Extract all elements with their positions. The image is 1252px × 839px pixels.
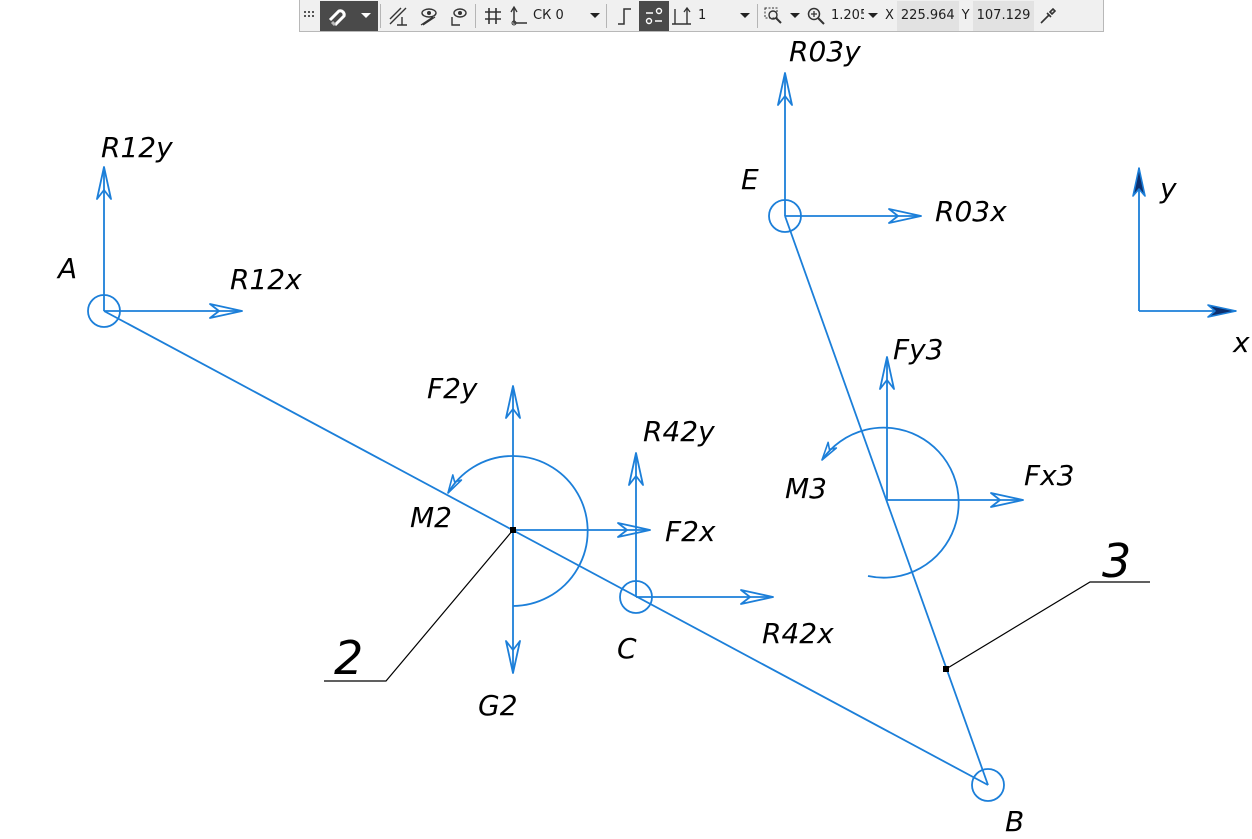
round-off-icon bbox=[645, 7, 663, 24]
x-coordinate-field[interactable]: 225.964 bbox=[896, 0, 959, 31]
label-link2: 2 bbox=[334, 631, 363, 685]
label-r03y: R03y bbox=[789, 35, 861, 68]
label-g2: G2 bbox=[478, 689, 518, 722]
zoom-window-button[interactable] bbox=[760, 1, 786, 31]
point-label-e: E bbox=[741, 163, 759, 196]
label-r42x: R42x bbox=[762, 617, 834, 650]
magnet-icon bbox=[328, 8, 346, 26]
zoom-icon-wrap bbox=[804, 1, 828, 31]
grid-button[interactable] bbox=[478, 1, 508, 31]
grip-icon[interactable] bbox=[300, 1, 320, 31]
coord-system-icon-wrap bbox=[508, 1, 530, 31]
step-size-icon bbox=[672, 6, 691, 25]
coord-system-value: СК 0 bbox=[533, 8, 564, 23]
step-mode-button[interactable] bbox=[609, 1, 639, 31]
round-button[interactable] bbox=[639, 0, 669, 31]
y-label: Y bbox=[961, 8, 970, 23]
chevron-down-icon bbox=[790, 12, 800, 18]
perpendicular-icon bbox=[389, 7, 407, 26]
toolbar-divider bbox=[606, 3, 607, 28]
ortho-snap-button[interactable] bbox=[383, 1, 413, 31]
toolbar-divider bbox=[757, 3, 758, 28]
zoom-window-icon bbox=[764, 7, 782, 24]
joint-b-circle[interactable] bbox=[971, 768, 1005, 802]
coord-system-select[interactable]: СК 0 bbox=[530, 1, 586, 31]
leader-link3 bbox=[945, 581, 1150, 670]
step-size-field[interactable]: 1 bbox=[695, 1, 735, 31]
m2-moment-arc[interactable] bbox=[447, 455, 589, 607]
eye-icon bbox=[420, 7, 437, 25]
toolbar-divider bbox=[380, 3, 381, 28]
zoom-window-dropdown[interactable] bbox=[786, 1, 804, 31]
zoom-dropdown[interactable] bbox=[864, 1, 882, 31]
step-size-dropdown[interactable] bbox=[735, 1, 755, 31]
point-label-b: B bbox=[1005, 805, 1024, 838]
step-size-icon-wrap bbox=[669, 1, 695, 31]
toolbar: СК 0 1 1.205 X 225.964 Y 107.129 bbox=[299, 0, 1104, 32]
m3-moment-arc[interactable] bbox=[821, 426, 960, 579]
snap-dropdown-button[interactable] bbox=[354, 0, 378, 31]
label-r42y: R42y bbox=[643, 415, 715, 448]
link-ab-line[interactable] bbox=[103, 310, 989, 786]
label-m2: M2 bbox=[410, 501, 452, 534]
pick-point-button[interactable] bbox=[1034, 1, 1062, 31]
coord-system-dropdown[interactable] bbox=[586, 1, 604, 31]
zoom-value: 1.205 bbox=[831, 8, 864, 23]
eyedropper-icon bbox=[1040, 7, 1057, 24]
grid-icon bbox=[485, 7, 501, 24]
visibility-toggle-button[interactable] bbox=[413, 1, 443, 31]
view-local-button[interactable] bbox=[443, 1, 473, 31]
leader-link2 bbox=[324, 529, 514, 682]
label-fx3: Fx3 bbox=[1024, 459, 1075, 492]
center-mass-2-dot bbox=[510, 527, 516, 533]
chevron-down-icon bbox=[740, 12, 750, 18]
zoom-in-icon bbox=[807, 7, 825, 25]
axis-label-y: y bbox=[1159, 172, 1177, 205]
toolbar-divider bbox=[475, 3, 476, 28]
leader3-dot bbox=[943, 666, 949, 672]
label-r12x: R12x bbox=[230, 263, 302, 296]
chevron-down-icon bbox=[590, 12, 600, 18]
step-icon bbox=[618, 7, 631, 25]
label-f2x: F2x bbox=[665, 515, 716, 548]
snap-magnet-button[interactable] bbox=[320, 0, 354, 31]
coordinate-system-icon bbox=[510, 5, 527, 25]
point-label-a: A bbox=[56, 252, 77, 285]
label-m3: M3 bbox=[785, 472, 827, 505]
chevron-down-icon bbox=[361, 12, 371, 18]
label-r12y: R12y bbox=[101, 131, 173, 164]
step-size-value: 1 bbox=[698, 8, 707, 23]
x-label: X bbox=[885, 8, 894, 23]
label-f2y: F2y bbox=[427, 372, 478, 405]
chevron-down-icon bbox=[868, 12, 878, 18]
zoom-field[interactable]: 1.205 bbox=[828, 1, 864, 31]
y-coordinate-field[interactable]: 107.129 bbox=[972, 0, 1035, 31]
label-r03x: R03x bbox=[935, 195, 1007, 228]
axis-label-x: x bbox=[1232, 326, 1250, 359]
label-fy3: Fy3 bbox=[893, 333, 944, 366]
point-label-c: C bbox=[617, 632, 637, 665]
label-link3: 3 bbox=[1102, 534, 1131, 588]
link-eb-line[interactable] bbox=[784, 215, 989, 786]
eye-local-icon bbox=[451, 7, 467, 26]
